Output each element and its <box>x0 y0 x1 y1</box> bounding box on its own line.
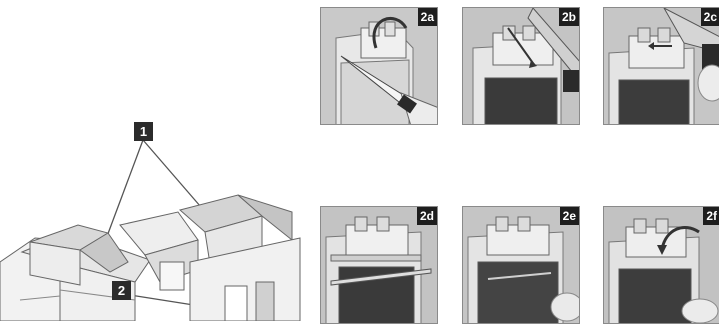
photo-2c-image <box>604 8 719 124</box>
sharpener-drawing <box>0 139 301 322</box>
photo-label-2b: 2b <box>558 8 579 26</box>
callout-1: 1 <box>134 122 153 141</box>
photo-label-2a: 2a <box>417 8 437 26</box>
photo-2e-image <box>463 207 579 323</box>
photo-2b-image <box>463 8 579 124</box>
photo-2d: 2d <box>320 206 438 324</box>
photo-label-2d: 2d <box>416 207 437 225</box>
photo-2f-image <box>604 207 719 323</box>
photo-2f: 2f <box>603 206 719 324</box>
photo-2d-image <box>321 207 437 323</box>
photo-2a: 2a <box>320 7 438 125</box>
photo-2c: 2c <box>603 7 719 125</box>
callout-2: 2 <box>112 281 131 300</box>
sharpener-diagram: 1 2 <box>0 0 310 322</box>
photo-2a-image <box>321 8 437 124</box>
photo-label-2f: 2f <box>703 207 719 225</box>
photo-2e: 2e <box>462 206 580 324</box>
photo-2b: 2b <box>462 7 580 125</box>
photo-label-2c: 2c <box>700 8 719 26</box>
photo-label-2e: 2e <box>559 207 579 225</box>
